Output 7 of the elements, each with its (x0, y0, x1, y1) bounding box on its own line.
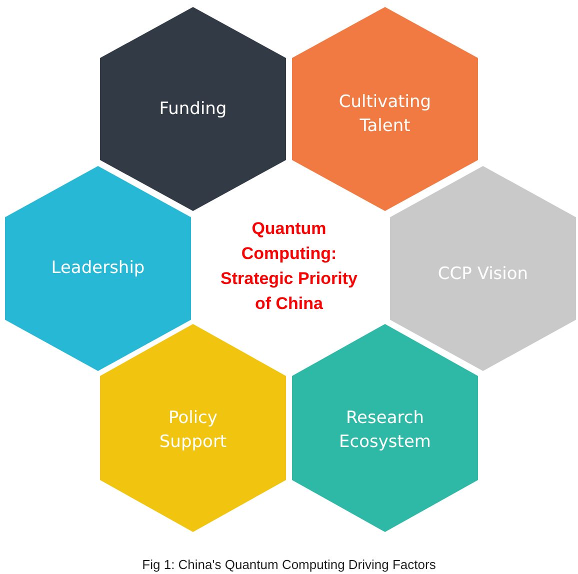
factor-label: Policy Support (158, 407, 228, 454)
factor-label: Cultivating Talent (338, 91, 432, 138)
center-title: Quantum Computing: Strategic Priority of China (220, 218, 358, 315)
figure-caption: Fig 1: China's Quantum Computing Driving Factors (141, 557, 437, 572)
factor-label: Funding (158, 98, 228, 121)
factor-label: Leadership (50, 257, 146, 280)
factor-label: Research Ecosystem (338, 407, 432, 454)
